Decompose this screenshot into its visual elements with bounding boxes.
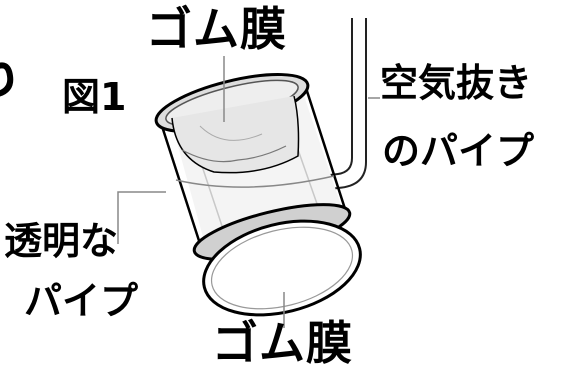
leader-clear-pipe bbox=[117, 191, 166, 244]
air-vent-pipe-label-line1: 空気抜き bbox=[380, 61, 533, 105]
bottom-membrane-inner bbox=[210, 226, 354, 310]
top-membrane-label: ゴム膜 bbox=[146, 2, 287, 56]
cropped-glyph bbox=[0, 62, 14, 97]
clear-pipe-label-line2: パイプ bbox=[24, 279, 139, 323]
air-vent-pipe bbox=[321, 18, 353, 177]
air-vent-pipe-inner bbox=[321, 18, 367, 191]
bottom-membrane-disc bbox=[202, 219, 362, 317]
cylinder-right-edge bbox=[304, 87, 348, 213]
air-vent-pipe-label-line2: のパイプ bbox=[382, 129, 535, 173]
bottom-membrane-label: ゴム膜 bbox=[212, 316, 353, 370]
cylinder-left-edge bbox=[158, 119, 204, 251]
top-membrane-wrinkle bbox=[181, 145, 287, 163]
clear-pipe-label-line1: 透明な bbox=[4, 219, 119, 263]
middle-ring bbox=[175, 175, 335, 188]
figure-number-label: 図1 bbox=[62, 75, 127, 119]
